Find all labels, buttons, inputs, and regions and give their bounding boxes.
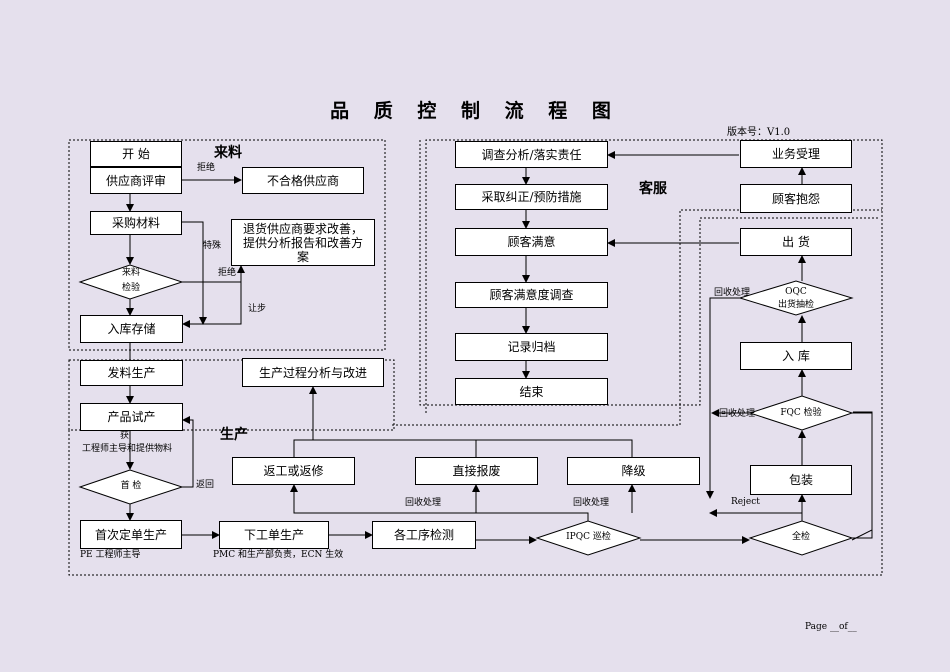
pe-lead-label: PE 工程师主导 <box>80 550 141 560</box>
reject-en-label: Reject <box>731 497 760 507</box>
packaging-box: 包装 <box>750 465 852 495</box>
end-box: 结束 <box>455 378 608 405</box>
engineer-lead-label: 工程师主导和提供物料 <box>82 444 173 454</box>
incoming-check-label: 来料 检验 <box>121 268 140 293</box>
start-box: 开 始 <box>90 141 182 167</box>
reject-label-2: 拒绝 <box>218 268 237 278</box>
satisfaction-box: 顾客满意 <box>455 228 608 256</box>
return-label: 返回 <box>196 480 215 490</box>
unqualified-supplier-box: 不合格供应商 <box>242 167 364 194</box>
full-check-label: 全检 <box>791 532 810 542</box>
version-label: 版本号：V1.0 <box>727 127 791 138</box>
first-check-label: 首 检 <box>120 481 142 491</box>
supplier-improve-box: 退货供应商要求改善，提供分析报告和改善方案 <box>231 219 375 266</box>
purchase-material-box: 采购材料 <box>90 211 182 235</box>
recycle-label-3: 回收处理 <box>719 409 756 419</box>
oqc-diamond <box>738 280 854 316</box>
pmc-note-label: PMC 和生产部负责，ECN 生效 <box>213 550 344 560</box>
page-title: 品 质 控 制 流 程 图 <box>330 100 620 122</box>
business-accept-box: 业务受理 <box>740 140 852 168</box>
section-production: 生产 <box>220 427 248 443</box>
issue-material-box: 发料生产 <box>80 360 183 386</box>
warehouse-in-box: 入库存储 <box>80 315 183 343</box>
production-top-frame <box>68 359 395 431</box>
warehouse-box: 入 库 <box>740 342 852 370</box>
first-production-box: 首次定单生产 <box>80 520 182 549</box>
supplier-review-box: 供应商评审 <box>90 167 182 194</box>
reject-label-1: 拒绝 <box>197 163 216 173</box>
survey-box: 顾客满意度调查 <box>455 282 608 308</box>
recycle-label-4: 回收处理 <box>714 288 751 298</box>
section-incoming: 来料 <box>214 145 242 161</box>
process-inspection-box: 各工序检测 <box>372 521 476 549</box>
downgrade-box: 降级 <box>567 457 700 485</box>
incoming-frame <box>68 139 386 351</box>
recycle-label-1: 回收处理 <box>405 498 442 508</box>
by-label: 获 <box>120 431 130 441</box>
customer-inner-frame <box>419 140 880 406</box>
rework-box: 返工或返修 <box>232 457 355 485</box>
page-footer: Page __of__ <box>805 622 857 632</box>
work-order-box: 下工单生产 <box>219 521 329 549</box>
special-label: 特殊 <box>203 241 222 251</box>
ship-box: 出 货 <box>740 228 852 256</box>
process-analysis-box: 生产过程分析与改进 <box>242 358 384 387</box>
customer-complaint-box: 顾客抱怨 <box>740 184 852 213</box>
archive-box: 记录归档 <box>455 333 608 361</box>
oqc-label: OQC 出货抽检 <box>777 287 814 310</box>
production-frame <box>68 139 883 576</box>
ipqc-diamond <box>535 520 642 556</box>
ipqc-label: IPQC 巡检 <box>566 532 611 542</box>
recycle-label-2: 回收处理 <box>573 498 610 508</box>
section-customer-service: 客服 <box>639 181 667 197</box>
trial-production-box: 产品试产 <box>80 403 183 431</box>
investigate-box: 调查分析/落实责任 <box>455 141 608 168</box>
concession-label: 让步 <box>248 304 267 314</box>
corrective-box: 采取纠正/预防措施 <box>455 184 608 210</box>
fqc-label: FQC 检验 <box>780 408 822 418</box>
scrap-box: 直接报废 <box>415 457 538 485</box>
